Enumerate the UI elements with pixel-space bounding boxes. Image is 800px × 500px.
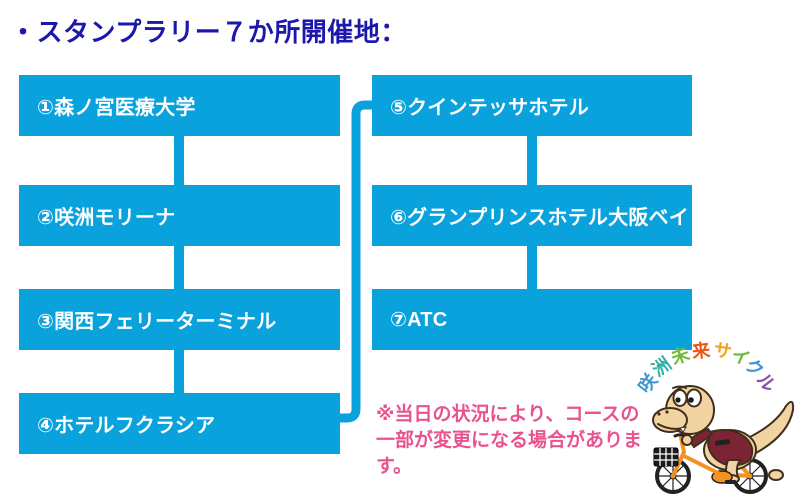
connector-stub-2-3 (174, 245, 184, 290)
location-box-4: ④ホテルフクラシア (19, 393, 340, 454)
connector-stub-6-7 (527, 245, 537, 290)
arc-char-4: 来 (691, 340, 712, 362)
location-box-7: ⑦ATC (372, 289, 692, 350)
location-label-5: ⑤クインテッサホテル (390, 97, 589, 119)
location-box-5: ⑤クインテッサホテル (372, 75, 692, 136)
dinosaur-bicycle-icon (652, 385, 795, 494)
location-label-3: ③関西フェリーターミナル (37, 311, 277, 333)
connector-stub-5-6 (527, 135, 537, 186)
location-label-1: ①森ノ宮医療大学 (37, 97, 196, 119)
mascot-illustration: 咲 洲 未 来 サ イ ク ル (628, 336, 800, 500)
page-title: ・スタンプラリー７か所開催地： (10, 17, 407, 47)
location-label-6: ⑥グランプリンスホテル大阪ベイ (390, 207, 689, 229)
location-box-1: ①森ノ宮医療大学 (19, 75, 340, 136)
note-line-2: 一部が変更になる場合があります。 (376, 430, 643, 477)
note-line-1: ※当日の状況により、コースの (376, 404, 640, 425)
note-text: ※当日の状況により、コースの 一部が変更になる場合があります。 (376, 402, 676, 480)
location-label-2: ②咲洲モリーナ (37, 207, 176, 229)
location-label-4: ④ホテルフクラシア (37, 415, 216, 437)
connector-stub-1-2 (174, 135, 184, 186)
location-box-2: ②咲洲モリーナ (19, 185, 340, 246)
connector-stub-3-4 (174, 349, 184, 394)
location-box-3: ③関西フェリーターミナル (19, 289, 340, 350)
location-label-7: ⑦ATC (390, 309, 448, 331)
location-box-6: ⑥グランプリンスホテル大阪ベイ (372, 185, 692, 246)
